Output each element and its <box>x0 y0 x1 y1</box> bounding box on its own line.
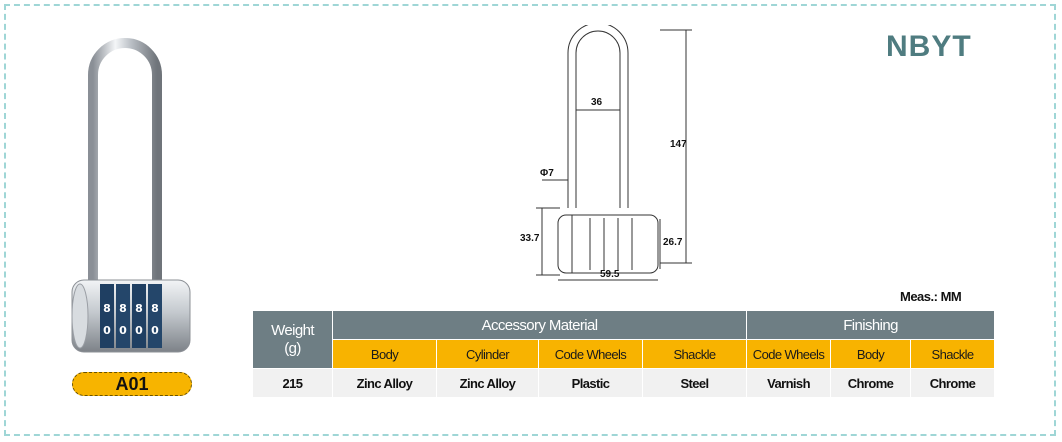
subheader-finish-shackle: Shackle <box>910 339 996 369</box>
value-code-wheels: Plastic <box>538 368 643 398</box>
svg-text:8: 8 <box>135 302 143 315</box>
svg-text:0: 0 <box>151 324 159 337</box>
weight-header-line2: (g) <box>284 339 301 357</box>
dim-26-7: 26.7 <box>663 237 683 248</box>
svg-text:0: 0 <box>103 324 111 337</box>
dashed-frame <box>4 4 1056 436</box>
subheader-finish-body: Body <box>830 339 912 369</box>
spec-table: Weight (g) Accessory Material Finishing … <box>252 310 996 398</box>
subheader-body: Body <box>332 339 437 369</box>
svg-text:0: 0 <box>135 324 143 337</box>
value-body: Zinc Alloy <box>332 368 437 398</box>
svg-text:8: 8 <box>151 302 159 315</box>
subheader-finish-code-wheels: Code Wheels <box>746 339 832 369</box>
svg-text:8: 8 <box>119 302 127 315</box>
svg-text:0: 0 <box>119 324 127 337</box>
accessory-material-header: Accessory Material <box>331 310 748 340</box>
dimension-drawing: 36 147 Φ7 33.7 26.7 59.5 <box>520 25 692 281</box>
value-shackle: Steel <box>641 368 748 398</box>
subheader-shackle: Shackle <box>641 339 748 369</box>
brand-logo: NBYT <box>886 30 972 63</box>
dim-59-5: 59.5 <box>600 269 620 280</box>
units-label: Meas.: MM <box>900 289 962 304</box>
model-badge: A01 <box>72 372 192 396</box>
svg-text:8: 8 <box>103 302 111 315</box>
dim-36: 36 <box>591 97 603 108</box>
value-finish-code-wheels: Varnish <box>746 368 832 398</box>
weight-header-line1: Weight <box>271 321 314 339</box>
dim-phi7: Φ7 <box>540 168 554 179</box>
dim-33-7: 33.7 <box>520 233 540 244</box>
subheader-code-wheels: Code Wheels <box>538 339 643 369</box>
subheader-cylinder: Cylinder <box>436 339 539 369</box>
value-finish-shackle: Chrome <box>910 368 996 398</box>
weight-header: Weight (g) <box>252 310 333 369</box>
value-cylinder: Zinc Alloy <box>436 368 539 398</box>
finishing-header: Finishing <box>746 310 996 340</box>
value-weight: 215 <box>252 368 333 398</box>
dim-147: 147 <box>670 139 687 150</box>
value-finish-body: Chrome <box>830 368 912 398</box>
